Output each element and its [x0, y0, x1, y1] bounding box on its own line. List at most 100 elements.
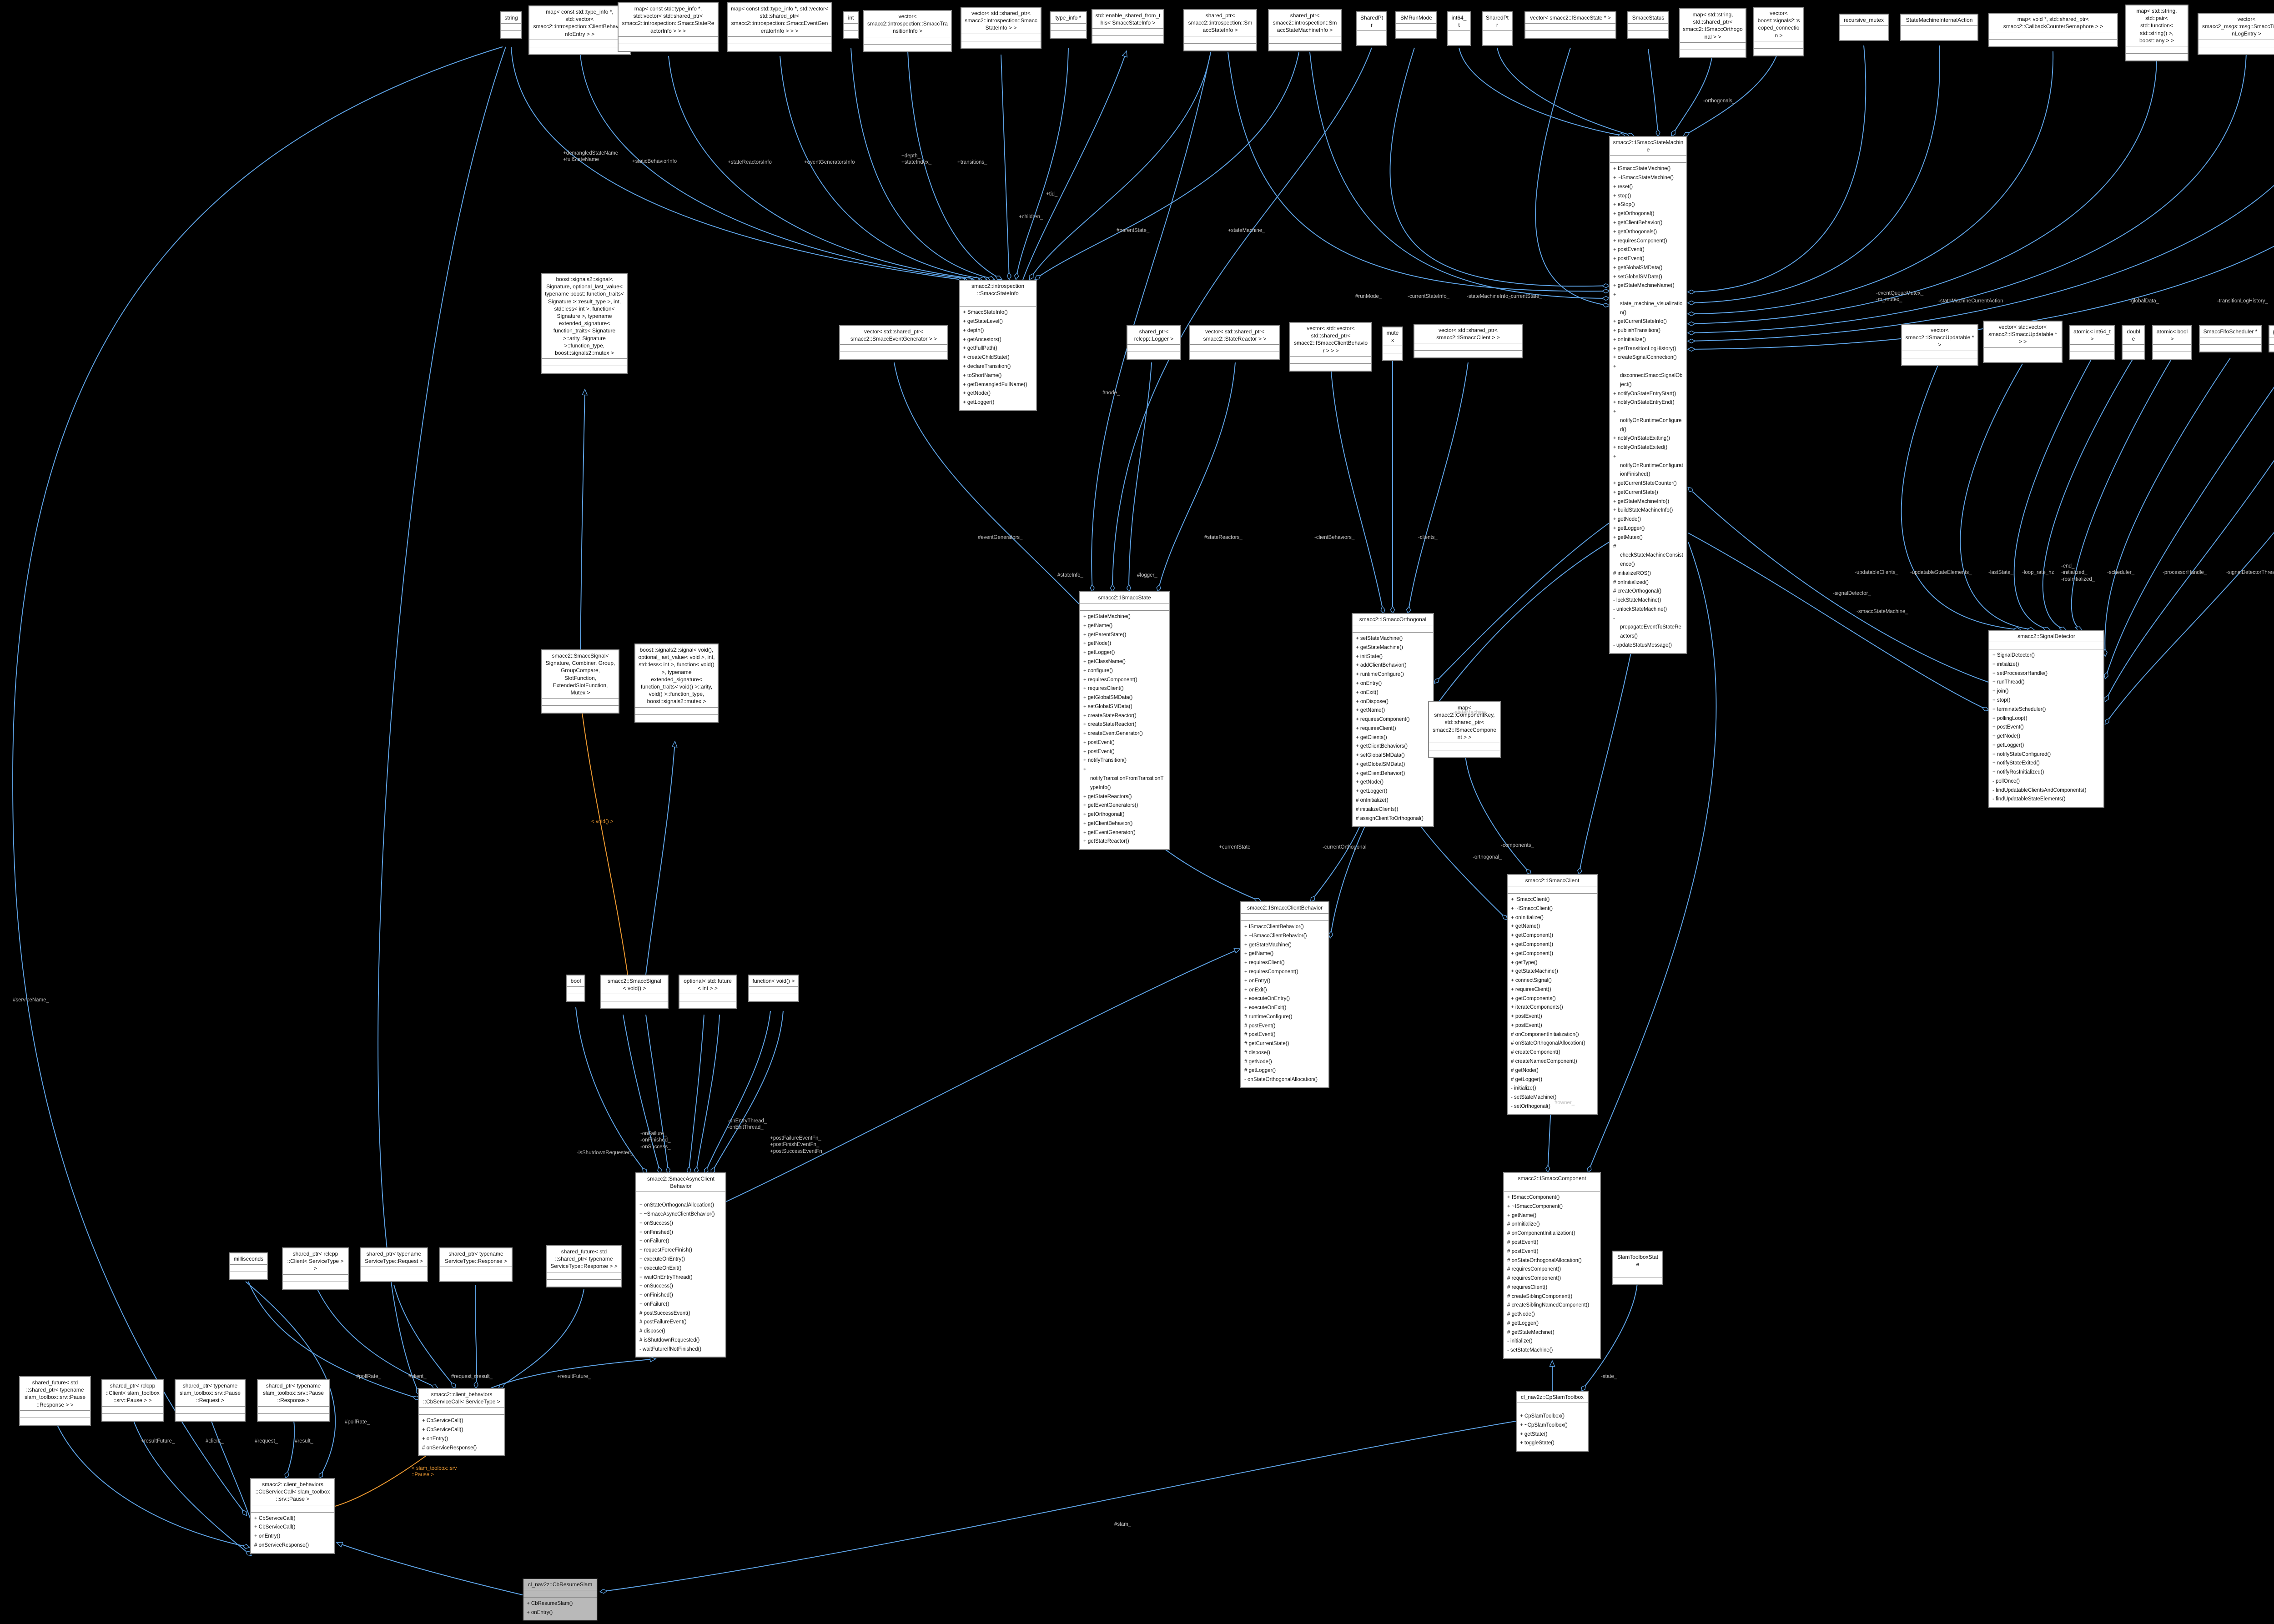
class-box-sp-req-pause[interactable]: shared_ptr< typename slam_toolbox::srv::…: [175, 1379, 246, 1422]
class-box-sharedptr-2[interactable]: SharedPtr: [1482, 11, 1513, 46]
class-box-typeinfo[interactable]: type_info *: [1050, 11, 1087, 39]
class-box-ismacc-orthogonal[interactable]: smacc2::ISmaccOrthogonal+ setStateMachin…: [1352, 613, 1434, 827]
class-box-milliseconds[interactable]: milliseconds: [229, 1252, 268, 1280]
class-box-map-orth[interactable]: map< std::string, std::shared_ptr< smacc…: [1679, 8, 1746, 58]
class-box-map-components[interactable]: map< smacc2::ComponentKey, std::shared_p…: [1428, 701, 1501, 758]
operations-compartment: [2200, 345, 2261, 352]
member-row: + getFullPath(): [963, 346, 997, 352]
class-box-double[interactable]: double: [2122, 325, 2145, 360]
class-box-sharedptr-1[interactable]: SharedPtr: [1356, 11, 1387, 46]
class-box-sp-stateinfo[interactable]: shared_ptr< smacc2::introspection::Smacc…: [1183, 9, 1257, 51]
class-box-slamtoolboxstate[interactable]: SlamToolboxState: [1612, 1251, 1663, 1286]
class-box-sig-big[interactable]: boost::signals2::signal< Signature, opti…: [541, 273, 628, 374]
operations-compartment: [1092, 36, 1163, 43]
class-title: std::enable_shared_from_this< SmaccState…: [1092, 10, 1163, 29]
class-box-string[interactable]: string: [500, 11, 522, 39]
class-box-sp-client-pause[interactable]: shared_ptr< rclcpp ::Client< slam_toolbo…: [101, 1379, 164, 1422]
class-box-ismacc-component[interactable]: smacc2::ISmaccComponent+ ISmaccComponent…: [1503, 1172, 1601, 1359]
class-box-vec-vec-updatable[interactable]: vector< std::vector< smacc2::ISmaccUpdat…: [1983, 321, 2063, 363]
class-box-map-cbinfo[interactable]: map< const std::type_info *, std::vector…: [528, 5, 631, 55]
class-box-vec-transinfo[interactable]: vector< smacc2::introspection::SmaccTran…: [863, 10, 952, 52]
member-row: # assignClientToOrthogonal(): [1356, 815, 1424, 821]
class-box-vec-clientbehavior[interactable]: vector< std::vector< std::shared_ptr< sm…: [1289, 322, 1372, 372]
class-box-vec-updatable[interactable]: vector< smacc2::ISmaccUpdatable * >: [1901, 324, 1978, 366]
member-edge: [1408, 362, 1469, 613]
attributes-compartment: [1290, 357, 1371, 364]
class-box-ismacc-statemachine[interactable]: smacc2::ISmaccStateMachine+ ISmaccStateM…: [1609, 136, 1687, 654]
attributes-compartment: [2269, 337, 2274, 345]
class-box-sp-smi[interactable]: shared_ptr< smacc2::introspection::Smacc…: [1268, 9, 1342, 51]
attributes-compartment: [529, 40, 630, 47]
class-box-vec-istate[interactable]: vector< smacc2::ISmaccState * >: [1524, 11, 1616, 39]
class-box-cpslamtoolbox[interactable]: cl_nav2z::CpSlamToolbox+ CpSlamToolbox()…: [1516, 1391, 1589, 1452]
class-box-sp-client-st[interactable]: shared_ptr< rclcpp ::Client< ServiceType…: [282, 1247, 349, 1290]
attributes-compartment: [542, 359, 627, 367]
class-box-sig-void[interactable]: boost::signals2::signal< void(), optiona…: [634, 644, 719, 723]
class-box-map-global[interactable]: map< std::string, std::pair< std::functi…: [2125, 5, 2188, 61]
class-box-vec-statereactor[interactable]: vector< std::shared_ptr< smacc2::StateRe…: [1189, 325, 1280, 360]
class-box-int[interactable]: int: [843, 11, 859, 39]
class-box-smaccsignal-void[interactable]: smacc2::SmaccSignal < void() >: [600, 975, 669, 1010]
attributes-compartment: [361, 1267, 427, 1275]
class-box-cbservicecall-t[interactable]: smacc2::client_behaviors ::CbServiceCall…: [418, 1388, 505, 1457]
class-box-sf-pause[interactable]: shared_future< std ::shared_ptr< typenam…: [19, 1376, 91, 1426]
member-row: + iterateComponents(): [1511, 1005, 1563, 1011]
class-box-vec-eventgen[interactable]: vector< std::shared_ptr< smacc2::SmaccEv…: [839, 325, 948, 360]
class-box-cbresumeslam[interactable]: cl_nav2z::CbResumeSlam+ CbResumeSlam()+ …: [523, 1578, 598, 1621]
class-box-bool[interactable]: bool: [566, 975, 585, 1002]
class-box-atomic-int64[interactable]: atomic< int64_t >: [2069, 325, 2115, 360]
class-box-sf-st[interactable]: shared_future< std ::shared_ptr< typenam…: [546, 1245, 622, 1287]
member-row: + reset(): [1613, 184, 1633, 190]
class-box-mutex[interactable]: mutex: [1382, 327, 1403, 362]
member-row: # onComponentInitialization(): [1507, 1231, 1575, 1237]
class-box-int64[interactable]: int64_t: [1447, 11, 1471, 46]
member-edge: [1001, 54, 1009, 279]
class-box-map-egi[interactable]: map< const std::type_info *, std::vector…: [727, 2, 832, 52]
attributes-compartment: [1840, 26, 1888, 34]
class-box-signal-detector[interactable]: smacc2::SignalDetector+ SignalDetector()…: [1988, 630, 2104, 808]
class-box-sp-req-st[interactable]: shared_ptr< typename ServiceType::Reques…: [360, 1247, 428, 1282]
member-row: + postEvent(): [1613, 247, 1645, 253]
class-box-sp-logger[interactable]: shared_ptr< rclcpp::Logger >: [1127, 325, 1181, 360]
class-box-vec-translog[interactable]: vector< smacc2_msgs::msg::SmaccTransitio…: [2198, 13, 2274, 55]
class-box-vec-stateinfo[interactable]: vector< std::shared_ptr< smacc2::introsp…: [961, 7, 1041, 49]
class-box-map-sri[interactable]: map< const std::type_info *, std::vector…: [618, 2, 719, 52]
class-box-processor-handle[interactable]: processor_handle: [2269, 325, 2274, 353]
member-row: + notifyRosInitialized(): [1992, 769, 2044, 775]
member-row: + getNode(): [1356, 779, 1384, 785]
member-edge: [1581, 1283, 1638, 1391]
operations-compartment: + setStateMachine()+ getStateMachine()+ …: [1353, 633, 1433, 826]
operations-compartment: [230, 1272, 267, 1279]
class-box-vec-conn[interactable]: vector< boost::signals2::scoped_connecti…: [1753, 7, 1804, 56]
class-box-map-sem[interactable]: map< void *, std::shared_ptr< smacc2::Ca…: [1988, 13, 2118, 48]
class-title: vector< std::shared_ptr< smacc2::introsp…: [961, 8, 1041, 34]
member-edge: [1688, 51, 2054, 314]
class-box-smaccstatus[interactable]: SmaccStatus: [1627, 11, 1669, 39]
class-box-recmutex[interactable]: recursive_mutex: [1839, 14, 1889, 41]
member-row: - waitFutureIfNotFinished(): [639, 1346, 702, 1352]
class-title: smacc2::client_behaviors ::CbServiceCall…: [251, 1479, 334, 1505]
class-box-function-void[interactable]: function< void() >: [748, 975, 799, 1002]
class-box-atomic-bool[interactable]: atomic< bool >: [2152, 325, 2192, 360]
member-row: + onSuccess(): [639, 1220, 673, 1226]
class-box-sp-res-pause[interactable]: shared_ptr< typename slam_toolbox::srv::…: [257, 1379, 330, 1422]
class-box-vec-client[interactable]: vector< std::shared_ptr< smacc2::ISmaccC…: [1414, 324, 1523, 359]
class-box-cbservicecall-pause[interactable]: smacc2::client_behaviors ::CbServiceCall…: [250, 1478, 335, 1554]
attributes-compartment: [679, 994, 736, 1002]
attributes-compartment: [20, 1411, 90, 1418]
class-box-smacc-async-cb[interactable]: smacc2::SmaccAsyncClient Behavior+ onSta…: [635, 1172, 726, 1358]
class-box-sp-res-st[interactable]: shared_ptr< typename ServiceType::Respon…: [439, 1247, 513, 1282]
class-box-enable-shared[interactable]: std::enable_shared_from_this< SmaccState…: [1092, 9, 1164, 44]
class-box-optional-future[interactable]: optional< std::future < int > >: [679, 975, 737, 1010]
class-title: int64_t: [1448, 12, 1470, 31]
class-box-smacc-signal[interactable]: smacc2::SmaccSignal< Signature, Combiner…: [541, 649, 619, 714]
class-box-smacc-stateinfo[interactable]: smacc2::introspection ::SmaccStateInfo+ …: [959, 280, 1037, 411]
class-box-ismacc-client[interactable]: smacc2::ISmaccClient+ ISmaccClient()+ ~I…: [1507, 874, 1598, 1115]
member-row: + createStateReactor(): [1083, 722, 1137, 728]
attributes-compartment: [749, 987, 798, 995]
class-box-fifo-scheduler[interactable]: SmaccFifoScheduler *: [2199, 325, 2262, 353]
class-box-smia[interactable]: StateMachineInternalAction: [1900, 14, 1978, 41]
class-box-ismacc-state[interactable]: smacc2::ISmaccState+ getStateMachine()+ …: [1079, 591, 1170, 850]
class-box-smrunmode[interactable]: SMRunMode: [1395, 11, 1437, 39]
class-box-ismacc-clientbehavior[interactable]: smacc2::ISmaccClientBehavior+ ISmaccClie…: [1240, 901, 1329, 1088]
